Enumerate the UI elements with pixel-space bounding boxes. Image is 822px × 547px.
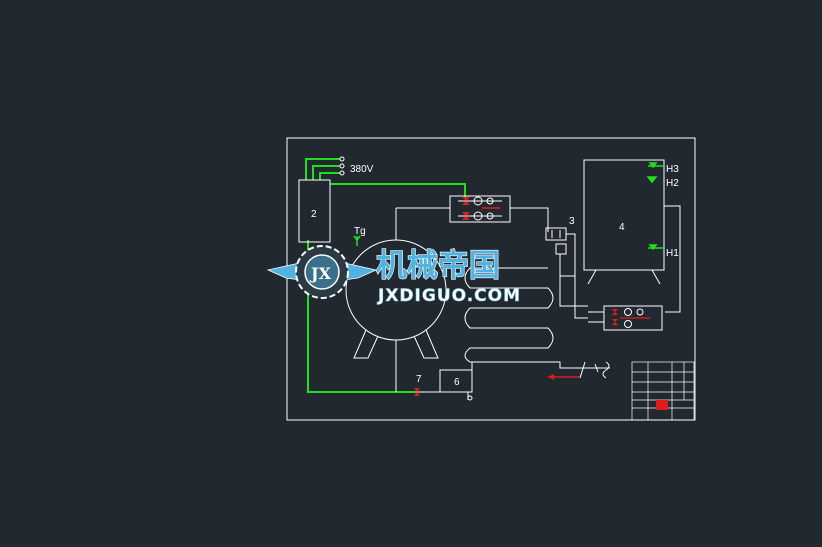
valve-7 bbox=[414, 388, 420, 396]
level-h1-label: H1 bbox=[666, 248, 679, 259]
top-pipe bbox=[396, 195, 549, 232]
watermark-en-text: JXDIGUO.COM bbox=[377, 286, 521, 306]
return-flow-arrowhead bbox=[548, 374, 554, 380]
temperature-sensor-icon bbox=[353, 235, 361, 246]
boiler-vessel bbox=[345, 208, 447, 380]
sensor-label: Tg bbox=[354, 226, 366, 237]
switch-group-3 bbox=[545, 227, 576, 260]
terminal-dots bbox=[339, 156, 345, 176]
storage-tank-4 bbox=[583, 159, 681, 313]
connection-pipes bbox=[559, 254, 588, 319]
control-cabinet-2 bbox=[298, 179, 331, 243]
watermark: JX 机械帝国 JXDIGUO.COM bbox=[266, 245, 521, 306]
drain-valve-icon bbox=[467, 392, 473, 401]
unit-3-label: 3 bbox=[569, 216, 575, 227]
coil-heat-exchanger bbox=[464, 267, 560, 363]
unit-7-label: 7 bbox=[416, 374, 422, 385]
watermark-cn-text: 机械帝国 bbox=[376, 248, 500, 284]
drawing-frame bbox=[286, 137, 696, 421]
unit-2-label: 2 bbox=[311, 209, 317, 220]
unit-6-label: 6 bbox=[454, 377, 460, 388]
unit-4-label: 4 bbox=[619, 222, 625, 233]
level-markers bbox=[646, 162, 664, 251]
level-h2-label: H2 bbox=[666, 178, 679, 189]
watermark-logo-text: JX bbox=[309, 264, 332, 283]
winged-gear-logo-icon bbox=[266, 245, 378, 299]
return-line bbox=[395, 361, 610, 393]
title-block bbox=[631, 361, 695, 421]
pump-valve-group-bottom bbox=[588, 305, 663, 331]
voltage-label: 380V bbox=[350, 164, 374, 175]
title-block-stamp bbox=[656, 400, 668, 410]
level-h3-label: H3 bbox=[666, 164, 679, 175]
pump-valve-pair-top bbox=[458, 196, 502, 221]
